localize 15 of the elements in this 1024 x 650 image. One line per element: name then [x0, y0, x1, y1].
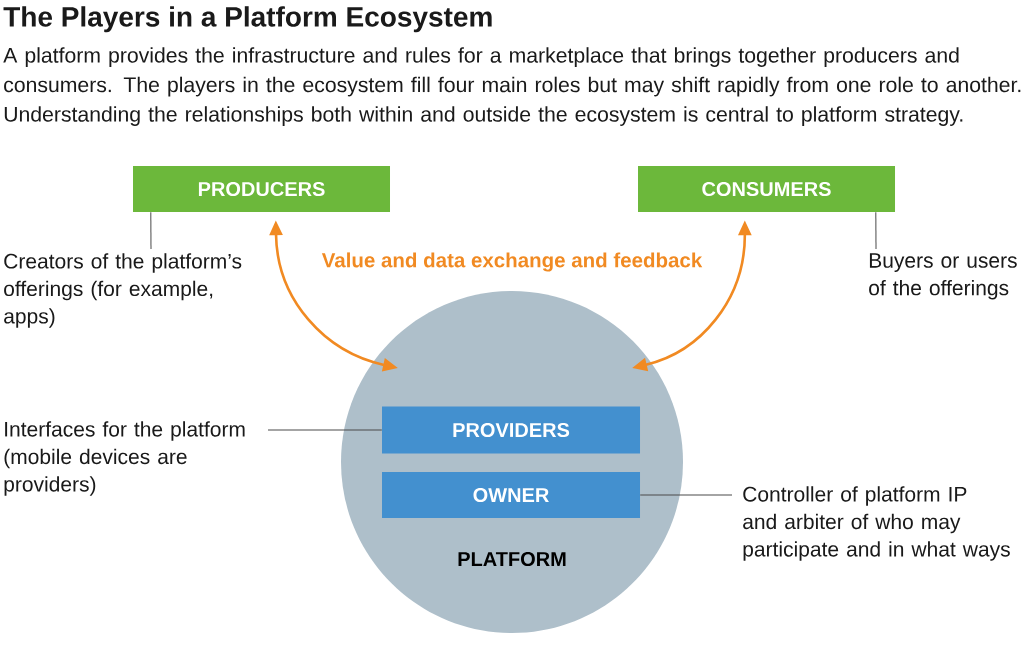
role-box: CONSUMERS: [638, 166, 895, 212]
leader-line: [150, 211, 152, 250]
annotation-text: Buyers or users of the offerings: [869, 253, 1017, 300]
role-box: PROVIDERS: [382, 406, 640, 454]
leader-line: [267, 429, 383, 431]
role-box: OWNER: [382, 472, 640, 518]
title: The Players in a Platform Ecosystem: [3, 6, 492, 33]
annotation-text: Creators of the platform’s offerings (for example, apps): [4, 253, 242, 328]
arrow-label: Value and data exchange and feedback: [321, 252, 703, 272]
intro-text: A platform provides the infrastructure and rules for a marketplace that brings together producers and consumers. The players in the ecosystem fill four main roles but may shift rapidly from one role to another. Understanding the relationships both within and outside the ecosystem is central to platform strategy.: [3, 47, 1021, 126]
annotation-text: Controller of platform IP and arbiter of who may participate and in what ways: [743, 486, 1010, 561]
leader-line: [639, 494, 733, 496]
annotation-text: Interfaces for the platform (mobile devices are providers): [4, 421, 245, 496]
role-box: PRODUCERS: [133, 166, 390, 212]
leader-line: [875, 211, 877, 250]
